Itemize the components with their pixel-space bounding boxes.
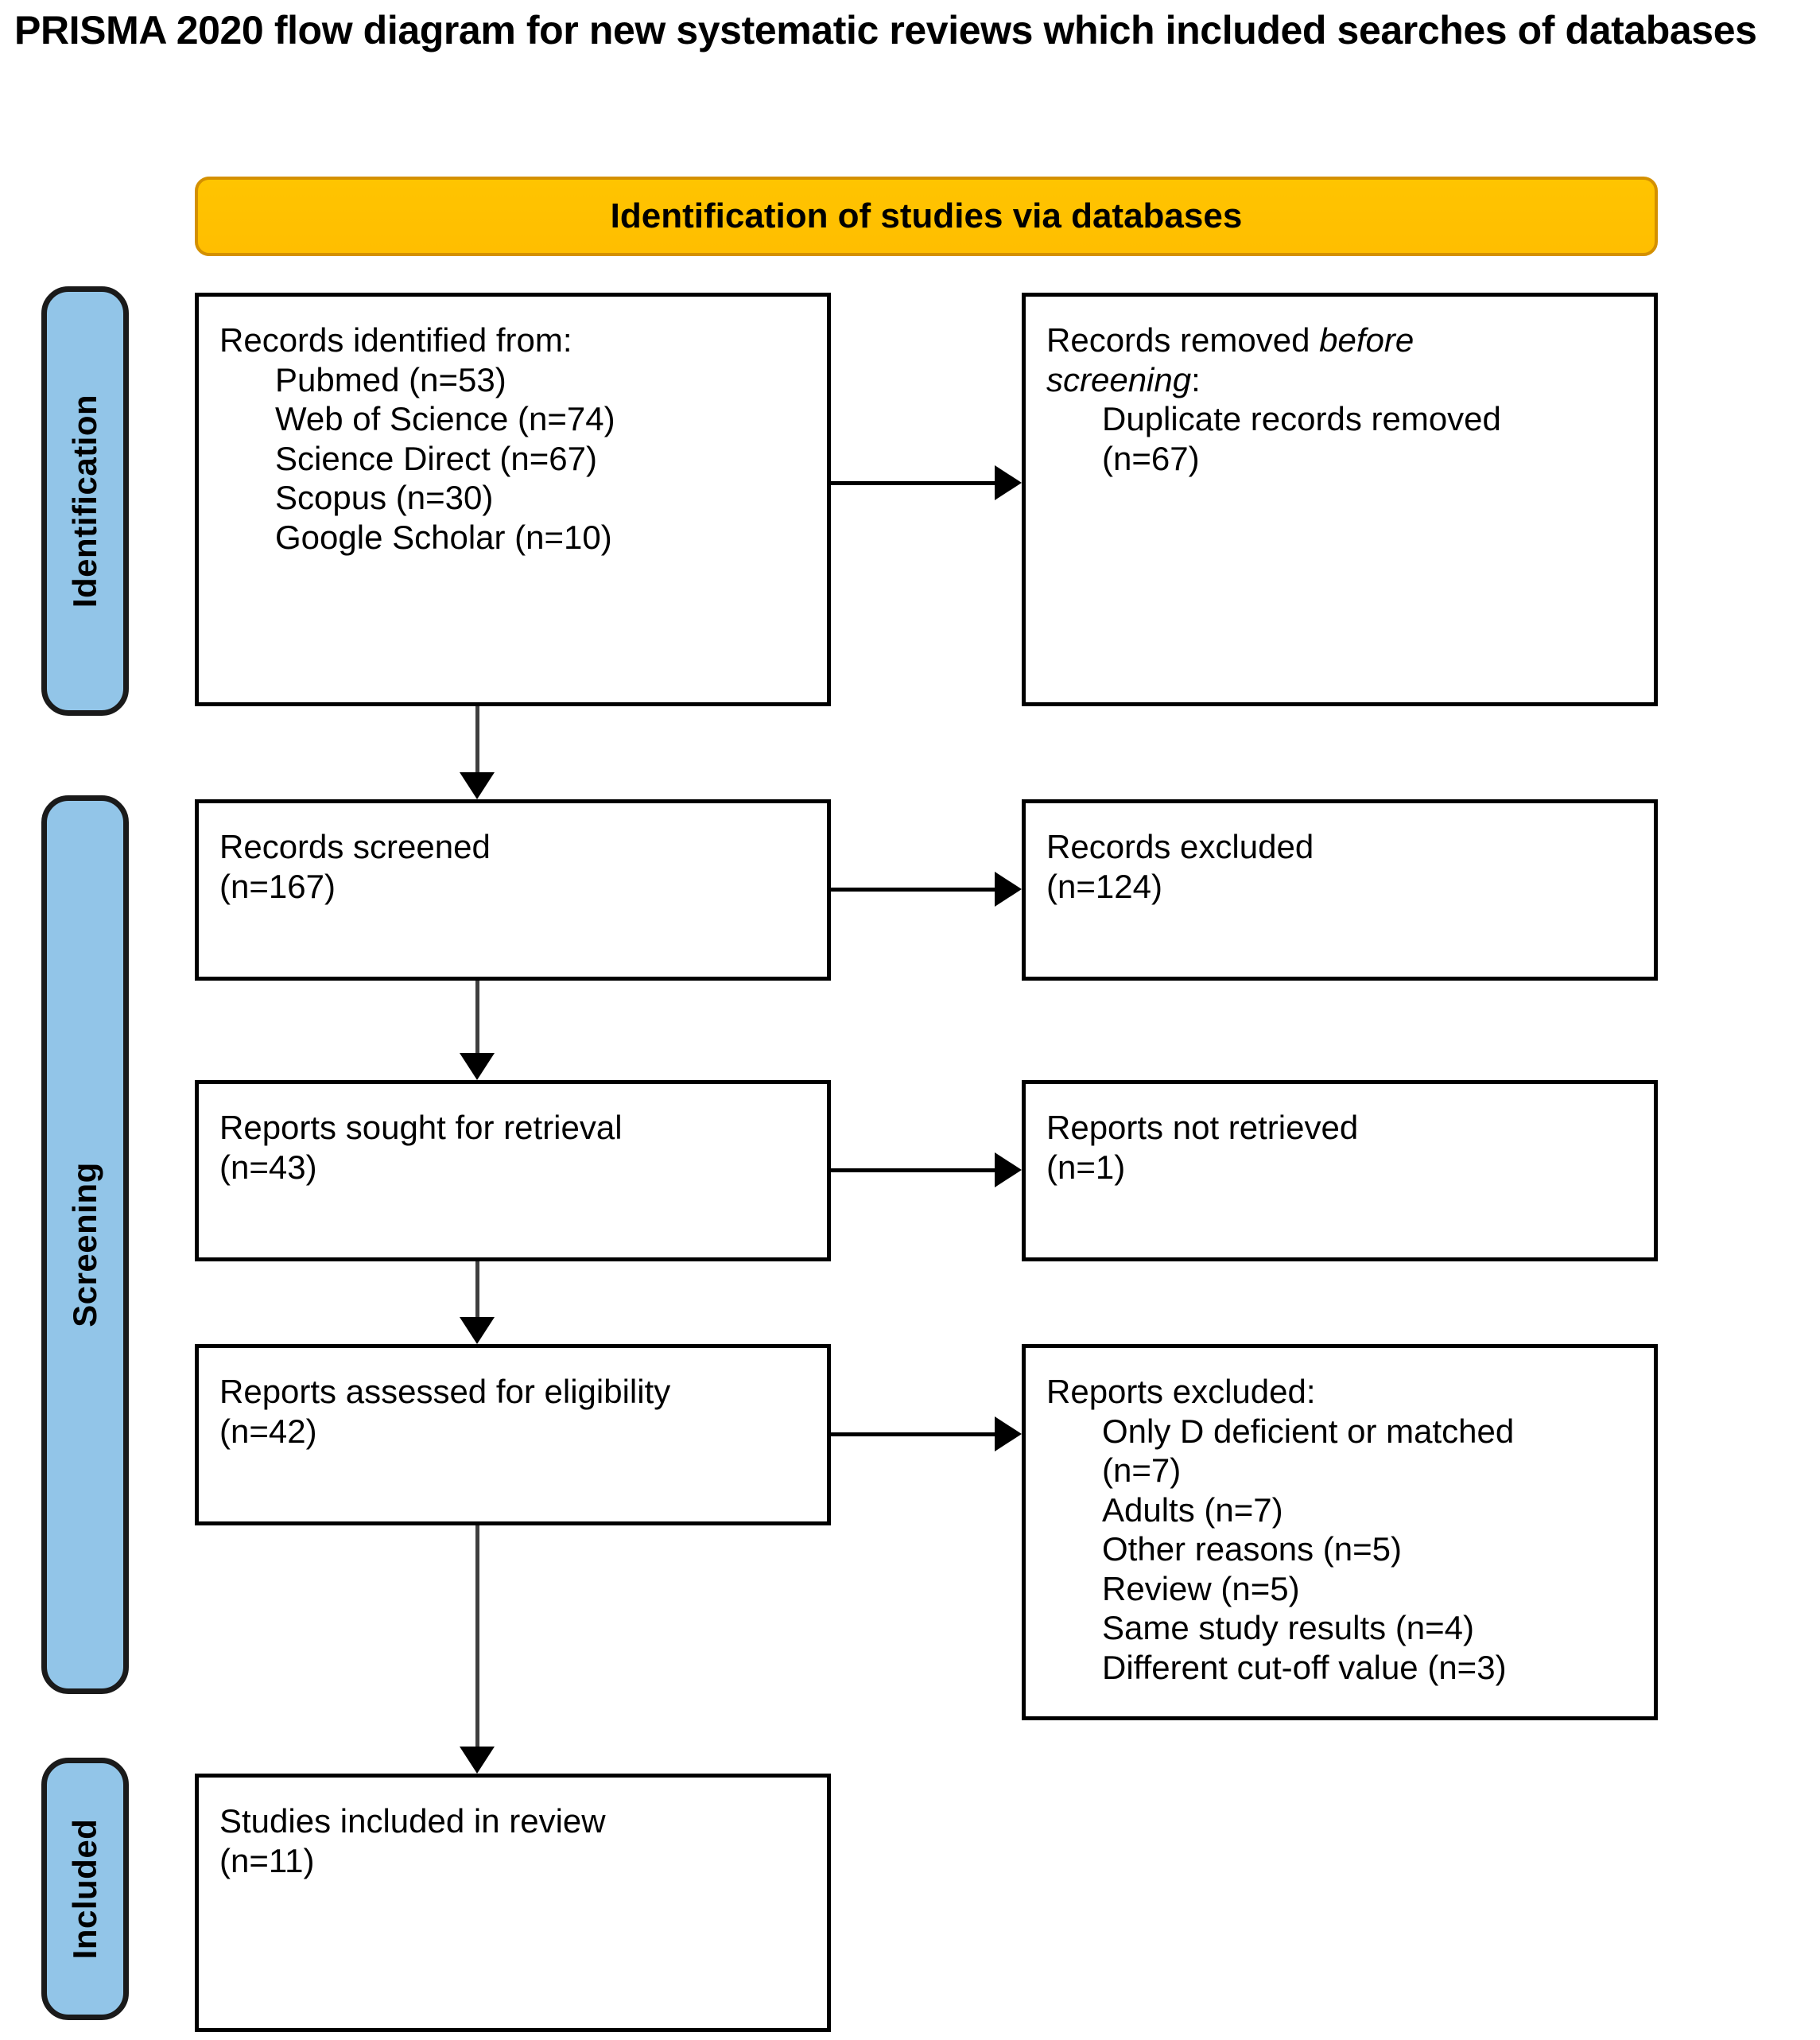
box-label: Reports assessed for eligibility bbox=[219, 1373, 671, 1410]
section-banner-identification-databases: Identification of studies via databases bbox=[195, 177, 1658, 256]
box-count: (n=43) bbox=[219, 1148, 317, 1186]
heading-colon: : bbox=[1191, 360, 1201, 398]
source-item: Scopus (n=30) bbox=[275, 479, 494, 517]
stage-bar-identification: Identification bbox=[41, 286, 129, 716]
box-count: (n=124) bbox=[1046, 867, 1162, 905]
arrow-head-right-icon bbox=[995, 1152, 1022, 1187]
box-heading-part2: screening: bbox=[1046, 360, 1633, 400]
exclusion-reason: Only D deficient or matched bbox=[1102, 1412, 1515, 1450]
stage-label-identification: Identification bbox=[66, 394, 103, 608]
exclusion-reason: Different cut-off value (n=3) bbox=[1102, 1648, 1507, 1686]
box-label: Reports sought for retrieval bbox=[219, 1109, 623, 1146]
page-title: PRISMA 2020 flow diagram for new systema… bbox=[14, 8, 1757, 52]
stage-bar-screening: Screening bbox=[41, 795, 129, 1694]
box-reports-excluded: Reports excluded: Only D deficient or ma… bbox=[1022, 1344, 1658, 1720]
box-count: (n=42) bbox=[219, 1412, 317, 1450]
arrow-head-right-icon bbox=[995, 1416, 1022, 1451]
stage-bar-included: Included bbox=[41, 1758, 129, 2020]
exclusion-reason: Adults (n=7) bbox=[1102, 1490, 1283, 1529]
section-banner-label: Identification of studies via databases bbox=[610, 196, 1243, 235]
box-count: (n=1) bbox=[1046, 1148, 1126, 1186]
stage-label-screening: Screening bbox=[66, 1162, 103, 1327]
arrow-shaft bbox=[475, 706, 479, 772]
box-label: Studies included in review bbox=[219, 1802, 606, 1840]
arrow-head-down-icon bbox=[460, 772, 495, 799]
box-reports-sought-for-retrieval: Reports sought for retrieval (n=43) bbox=[195, 1080, 831, 1261]
box-heading-part1: Records removed before bbox=[1046, 321, 1633, 360]
removed-count: (n=67) bbox=[1102, 439, 1200, 477]
exclusion-reason: Same study results (n=4) bbox=[1102, 1609, 1475, 1647]
heading-text: Records removed bbox=[1046, 321, 1320, 359]
arrow-shaft bbox=[475, 981, 479, 1053]
box-heading: Reports excluded: bbox=[1046, 1373, 1316, 1410]
box-label: Records screened bbox=[219, 828, 491, 865]
arrow-head-right-icon bbox=[995, 872, 1022, 907]
box-label: Reports not retrieved bbox=[1046, 1109, 1359, 1146]
source-item: Pubmed (n=53) bbox=[275, 360, 506, 398]
box-records-screened: Records screened (n=167) bbox=[195, 799, 831, 981]
arrow-shaft bbox=[831, 1432, 995, 1436]
arrow-head-down-icon bbox=[460, 1053, 495, 1080]
box-records-removed-before-screening: Records removed before screening: Duplic… bbox=[1022, 293, 1658, 706]
arrow-shaft bbox=[831, 1168, 995, 1172]
heading-italic-start: before bbox=[1319, 321, 1414, 359]
box-studies-included-in-review: Studies included in review (n=11) bbox=[195, 1774, 831, 2032]
box-records-identified: Records identified from: Pubmed (n=53) W… bbox=[195, 293, 831, 706]
arrow-shaft bbox=[831, 481, 995, 485]
box-count: (n=11) bbox=[219, 1841, 315, 1879]
box-count: (n=167) bbox=[219, 867, 336, 905]
heading-italic-end: screening bbox=[1046, 360, 1192, 398]
box-records-excluded: Records excluded (n=124) bbox=[1022, 799, 1658, 981]
source-item: Science Direct (n=67) bbox=[275, 439, 598, 477]
arrow-head-down-icon bbox=[460, 1317, 495, 1344]
arrow-head-right-icon bbox=[995, 465, 1022, 500]
source-item: Web of Science (n=74) bbox=[275, 400, 615, 438]
arrow-shaft bbox=[475, 1525, 479, 1747]
exclusion-reason: (n=7) bbox=[1102, 1451, 1182, 1490]
arrow-shaft bbox=[831, 888, 995, 892]
arrow-head-down-icon bbox=[460, 1747, 495, 1774]
box-heading: Records identified from: bbox=[219, 321, 572, 359]
box-label: Records excluded bbox=[1046, 828, 1314, 865]
arrow-shaft bbox=[475, 1261, 479, 1317]
box-reports-assessed-for-eligibility: Reports assessed for eligibility (n=42) bbox=[195, 1344, 831, 1525]
exclusion-reason: Review (n=5) bbox=[1102, 1569, 1300, 1607]
source-item: Google Scholar (n=10) bbox=[275, 518, 612, 556]
removed-item: Duplicate records removed bbox=[1102, 400, 1501, 438]
stage-label-included: Included bbox=[66, 1818, 103, 1960]
box-reports-not-retrieved: Reports not retrieved (n=1) bbox=[1022, 1080, 1658, 1261]
exclusion-reason: Other reasons (n=5) bbox=[1102, 1530, 1403, 1568]
